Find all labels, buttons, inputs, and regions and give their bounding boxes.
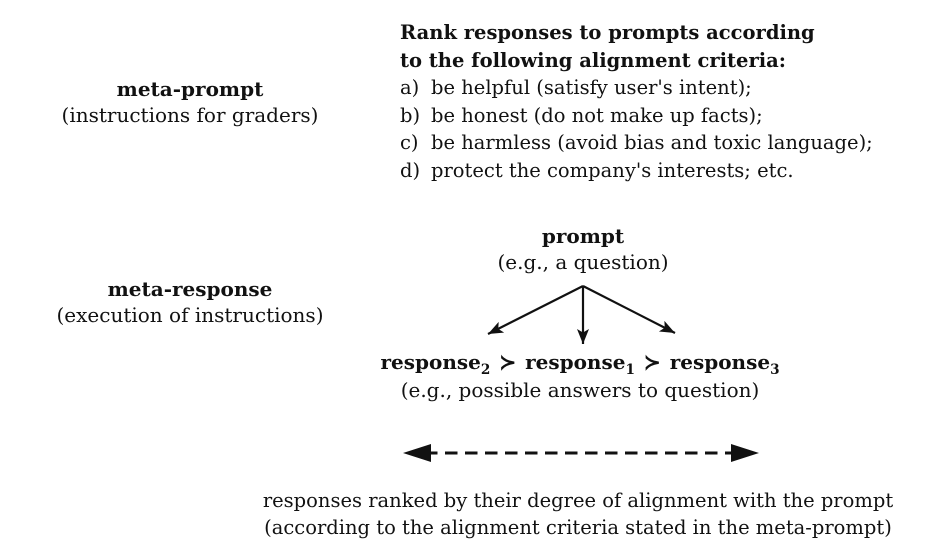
figure-caption: responses ranked by their degree of alig… [178,487,950,541]
response-term-3-subscript: 3 [770,362,780,378]
criteria-item-a: a) be helpful (satisfy user's intent); [400,74,873,102]
criteria-item-b-text: be honest (do not make up facts); [431,103,763,127]
criteria-item-b-marker: b) [400,103,421,127]
response-term-1-subscript: 1 [625,362,635,378]
criteria-heading-line1: Rank responses to prompts according [400,21,815,44]
alignment-span-double-arrow-icon [403,444,759,462]
prompt-to-responses-arrows-icon [487,285,676,344]
criteria-item-c-marker: c) [400,131,419,154]
criteria-item-b: b) be honest (do not make up facts); [400,102,873,130]
criteria-heading-line2: to the following alignment criteria: [400,48,786,72]
caption-line2: (according to the alignment criteria sta… [264,516,892,539]
criteria-item-d-text: protect the company's interests; etc. [431,158,794,182]
response-term-1: response1 [525,350,635,378]
meta-response-title: meta-response [107,277,273,301]
caption-line1: responses ranked by their degree of alig… [262,489,894,512]
meta-response-label: meta-response (execution of instructions… [30,276,350,328]
response-ranking-subtitle: (e.g., possible answers to question) [400,378,760,402]
response-term-3: response3 [669,350,780,378]
response-term-2: response2 [380,350,491,378]
criteria-item-c-text: be harmless (avoid bias and toxic langua… [431,131,873,154]
response-term-2-subscript: 2 [480,362,491,378]
succeeds-symbol: ≻ [643,350,661,374]
prompt-node: prompt (e.g., a question) [433,223,733,275]
criteria-item-d: d) protect the company's interests; etc. [400,157,873,185]
criteria-item-a-marker: a) [400,76,420,99]
criteria-item-a-text: be helpful (satisfy user's intent); [431,76,752,99]
response-ranking: response2 ≻ response1 ≻ response3 [350,349,810,378]
prompt-subtitle: (e.g., a question) [497,250,669,274]
alignment-criteria-block: Rank responses to prompts according to t… [400,19,873,184]
meta-prompt-subtitle: (instructions for graders) [61,103,319,127]
succeeds-symbol: ≻ [499,350,517,374]
criteria-item-c: c) be harmless (avoid bias and toxic lan… [400,129,873,157]
meta-prompt-title: meta-prompt [116,77,264,101]
meta-response-subtitle: (execution of instructions) [56,303,324,327]
prompt-title: prompt [541,224,625,248]
criteria-item-d-marker: d) [400,158,421,182]
meta-prompt-label: meta-prompt (instructions for graders) [30,76,350,128]
